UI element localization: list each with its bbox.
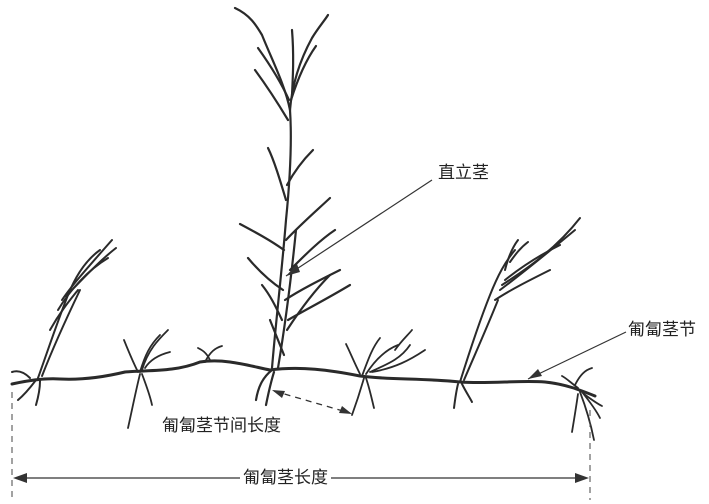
right-plant (454, 218, 580, 408)
small-tuft-1 (124, 330, 170, 428)
upright-stem-leader (286, 180, 432, 276)
label-stolon-node: 匍匐茎节 (628, 320, 696, 340)
stolon-length-arrowhead-left (13, 473, 27, 483)
stolon-node-leader (528, 332, 626, 379)
label-upright-stem: 直立茎 (438, 163, 489, 183)
internode-arrowhead-right (339, 406, 352, 414)
stolon-node-arrowhead (528, 369, 542, 379)
upright-stem-plant (235, 8, 350, 405)
small-tuft-3 (346, 330, 425, 415)
label-stolon-length: 匍匐茎长度 (240, 468, 331, 488)
stolon-length-arrowhead-right (575, 473, 589, 483)
right-root-tuft (562, 368, 602, 440)
internode-dashed-arrow (274, 391, 350, 413)
label-internode-length: 匍匐茎节间长度 (162, 416, 281, 436)
internode-arrowhead-left (272, 390, 285, 398)
stolon-runner (12, 361, 595, 396)
